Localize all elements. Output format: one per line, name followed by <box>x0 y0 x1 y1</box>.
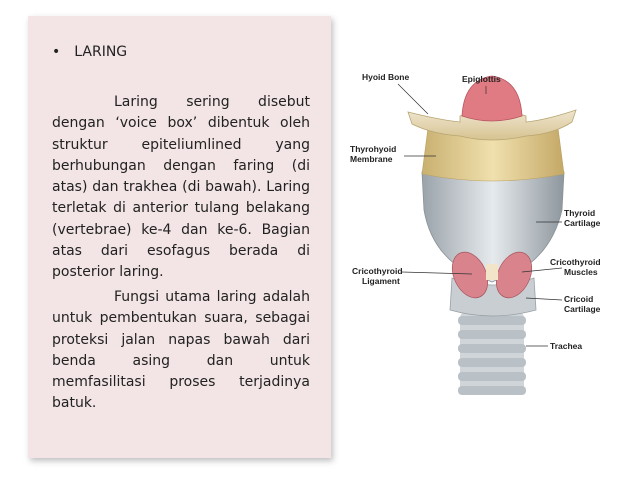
epiglottis <box>461 75 523 122</box>
cricothyroid-muscle-right <box>495 251 533 299</box>
heading-text: LARING <box>74 44 128 60</box>
paragraph-2: Fungsi utama laring adalah untuk pembent… <box>52 289 310 412</box>
bullet-marker: • <box>52 44 61 60</box>
section-heading: • LARING <box>52 44 127 60</box>
cricothyroid-muscle-left <box>451 251 489 299</box>
label-cricothyroid-ligament-2: Ligament <box>362 276 400 286</box>
label-thyrohyoid-1: Thyrohyoid <box>350 144 396 154</box>
cricothyroid-ligament <box>486 264 498 280</box>
larynx-illustration: Hyoid Bone Epiglottis Thyrohyoid Membran… <box>350 72 601 395</box>
leader-lines <box>397 83 563 347</box>
label-cricoid-2: Cartilage <box>564 304 601 314</box>
hyoid-bone <box>407 109 577 141</box>
label-epiglottis: Epiglottis <box>462 74 501 84</box>
label-thyroid-1: Thyroid <box>564 208 595 218</box>
label-cricothyroid-muscles-1: Cricothyroid <box>550 257 601 267</box>
label-trachea: Trachea <box>550 341 582 351</box>
trachea-rings <box>458 312 526 395</box>
paragraph-1: Laring sering disebut dengan ‘voice box’… <box>52 94 310 281</box>
label-cricothyroid-ligament-1: Cricothyroid <box>352 266 403 276</box>
text-panel: • LARING Laring sering disebut dengan ‘vo… <box>28 16 331 458</box>
label-thyrohyoid-2: Membrane <box>350 154 393 164</box>
label-hyoid-bone: Hyoid Bone <box>362 72 409 82</box>
label-cricoid-1: Cricoid <box>564 294 593 304</box>
label-cricothyroid-muscles-2: Muscles <box>564 267 598 277</box>
label-thyroid-2: Cartilage <box>564 218 601 228</box>
